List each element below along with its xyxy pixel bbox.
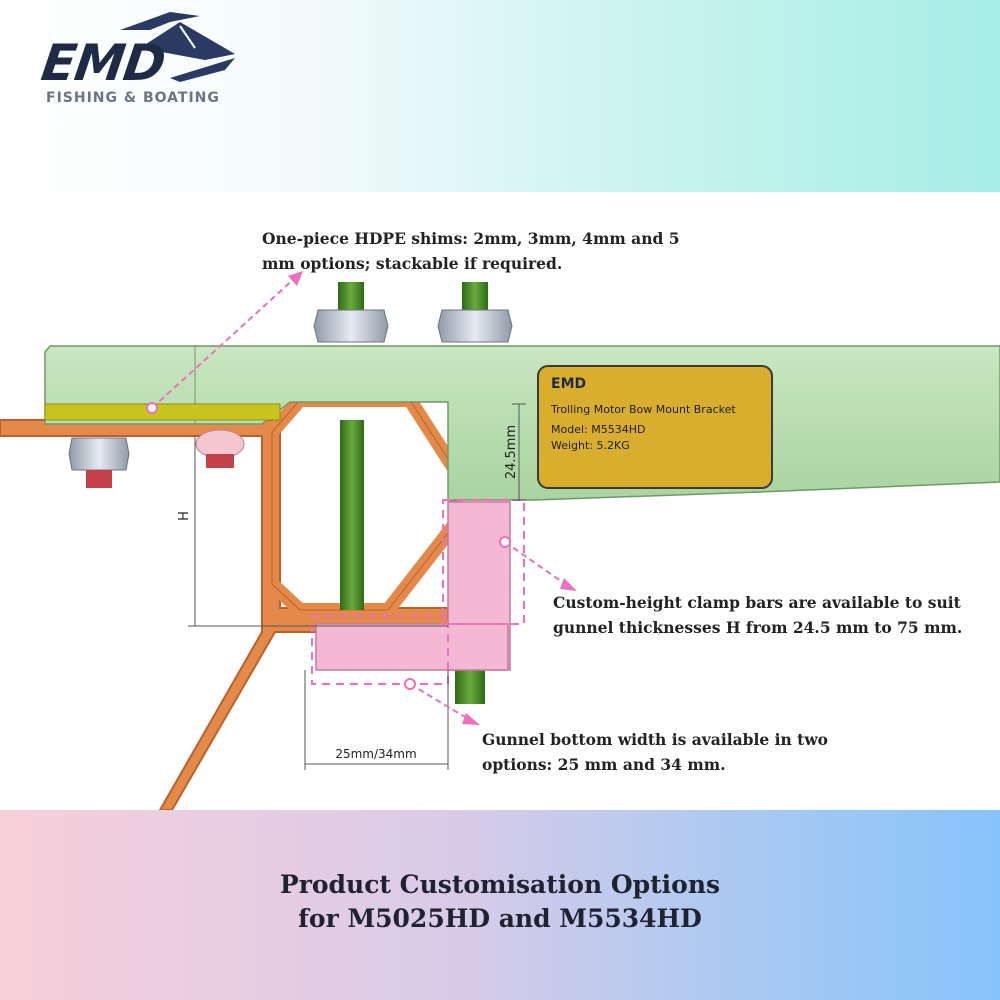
footer-banner: Product Customisation Options for M5025H… bbox=[0, 810, 1000, 1000]
dimension-lines bbox=[188, 403, 526, 770]
callout-bottom-width: Gunnel bottom width is available in two … bbox=[482, 730, 829, 774]
callout-shims: One-piece HDPE shims: 2mm, 3mm, 4mm and … bbox=[262, 229, 680, 273]
bracket-diagram: EMD Trolling Motor Bow Mount Bracket Mod… bbox=[0, 192, 1000, 811]
footer-title-line1: Product Customisation Options bbox=[279, 870, 721, 899]
identification-plate: EMD Trolling Motor Bow Mount Bracket Mod… bbox=[537, 365, 773, 489]
plate-brand: EMD bbox=[551, 376, 586, 392]
hdpe-shim bbox=[44, 403, 281, 421]
plate-model: Model: M5534HD bbox=[551, 423, 645, 436]
lower-bolt bbox=[68, 437, 130, 488]
dimension-h: H bbox=[177, 511, 192, 521]
boat-logo-icon bbox=[120, 12, 235, 82]
rubber-stopper bbox=[195, 429, 245, 468]
bow-mount-bracket bbox=[44, 345, 1000, 501]
footer-title-line2: for M5025HD and M5534HD bbox=[298, 904, 702, 933]
dimension-clamp-height: 24.5mm bbox=[504, 425, 519, 479]
clamp-bar bbox=[311, 499, 525, 685]
logo-wordmark: EMD bbox=[37, 34, 169, 92]
plate-weight: Weight: 5.2KG bbox=[551, 439, 630, 452]
emd-logo: EMD FISHING & BOATING bbox=[20, 8, 235, 108]
callout-clamp-bars: Custom-height clamp bars are available t… bbox=[553, 593, 963, 637]
dimension-bottom-width: 25mm/34mm bbox=[335, 747, 416, 761]
callout-arrowheads bbox=[146, 271, 577, 725]
logo-subtitle: FISHING & BOATING bbox=[46, 90, 220, 106]
header-banner: EMD FISHING & BOATING bbox=[0, 0, 1000, 192]
callout-arrows bbox=[151, 277, 569, 721]
plate-title: Trolling Motor Bow Mount Bracket bbox=[550, 403, 736, 416]
